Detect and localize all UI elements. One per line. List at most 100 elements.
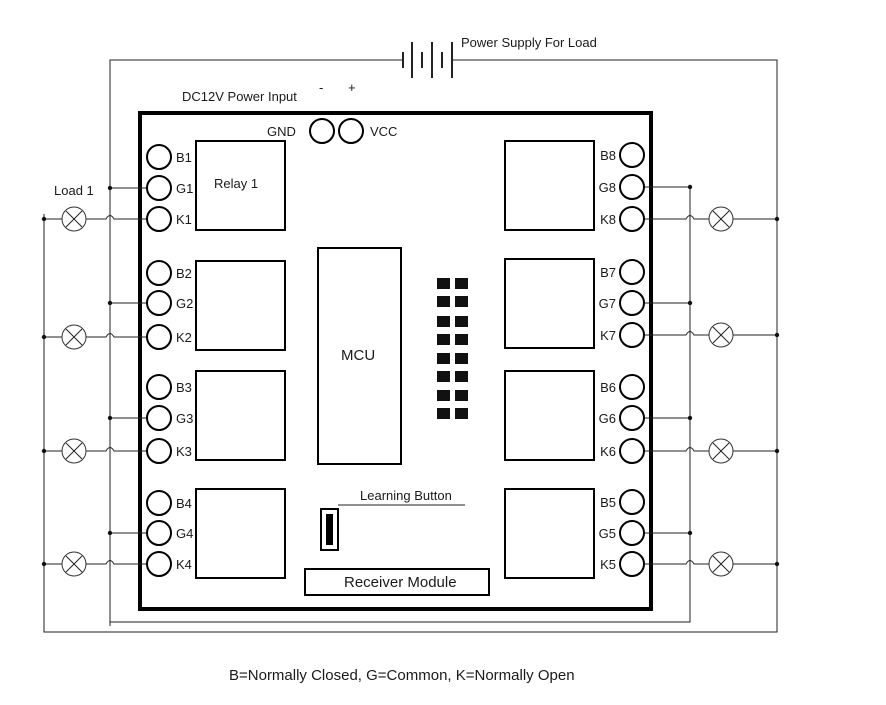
- terminal-b7: [619, 259, 645, 285]
- terminal-label-k8: K8: [600, 212, 616, 227]
- terminal-legend: B=Normally Closed, G=Common, K=Normally …: [229, 667, 575, 684]
- learning-button-label: Learning Button: [360, 488, 452, 503]
- relay-boxes: Relay 1: [195, 140, 595, 579]
- terminal-b2: [146, 260, 172, 286]
- pin-header: [437, 278, 468, 419]
- load-1-label: Load 1: [54, 183, 94, 198]
- terminal-k3: [146, 438, 172, 464]
- junction-dot: [687, 300, 693, 306]
- power-terminals: GND VCC: [267, 118, 397, 144]
- relay-6: [504, 370, 595, 461]
- junction-dot: [41, 561, 47, 567]
- receiver-module: [304, 568, 490, 596]
- minus-label: -: [319, 80, 323, 95]
- terminal-label-k5: K5: [600, 557, 616, 572]
- terminal-label-b4: B4: [176, 496, 192, 511]
- terminal-k7: [619, 322, 645, 348]
- lamp-icon: [708, 322, 734, 348]
- relay-1: [195, 140, 286, 231]
- lamp-icon: [708, 206, 734, 232]
- junction-dot: [107, 415, 113, 421]
- terminal-label-k6: K6: [600, 444, 616, 459]
- terminal-label-g6: G6: [599, 411, 616, 426]
- vcc-terminal: [338, 118, 364, 144]
- lamp-icon: [708, 551, 734, 577]
- relay-1-label: Relay 1: [214, 176, 258, 191]
- terminal-label-b8: B8: [600, 148, 616, 163]
- gnd-label: GND: [267, 124, 296, 139]
- terminal-label-k4: K4: [176, 557, 192, 572]
- terminal-label-b5: B5: [600, 495, 616, 510]
- terminal-g5: [619, 520, 645, 546]
- terminal-k2: [146, 324, 172, 350]
- terminal-label-g4: G4: [176, 526, 193, 541]
- lamp-icon: [61, 206, 87, 232]
- junction-dot: [107, 185, 113, 191]
- terminal-k1: [146, 206, 172, 232]
- relay-5: [504, 488, 595, 579]
- junction-dot: [107, 300, 113, 306]
- left-load-wiring: [41, 185, 147, 577]
- relay-4: [195, 488, 286, 579]
- lamp-icon: [61, 324, 87, 350]
- plus-label: +: [348, 80, 356, 95]
- terminal-label-g2: G2: [176, 296, 193, 311]
- terminal-label-b6: B6: [600, 380, 616, 395]
- mcu-chip: [317, 247, 402, 465]
- terminal-label-g1: G1: [176, 181, 193, 196]
- terminal-label-k7: K7: [600, 328, 616, 343]
- receiver-module-label: Receiver Module: [344, 574, 457, 591]
- learning-button: Learning Button: [320, 488, 465, 551]
- terminal-label-g3: G3: [176, 411, 193, 426]
- terminal-k6: [619, 438, 645, 464]
- junction-dot: [41, 334, 47, 340]
- junction-dot: [774, 448, 780, 454]
- terminal-k8: [619, 206, 645, 232]
- load-power-supply-wiring: Power Supply For Load: [43, 35, 778, 633]
- junction-dot: [107, 530, 113, 536]
- terminal-g7: [619, 290, 645, 316]
- junction-dot: [687, 184, 693, 190]
- junction-dot: [774, 216, 780, 222]
- terminal-label-b7: B7: [600, 265, 616, 280]
- terminal-b8: [619, 142, 645, 168]
- battery-icon: [402, 42, 453, 78]
- terminal-label-k3: K3: [176, 444, 192, 459]
- terminal-k4: [146, 551, 172, 577]
- junction-dot: [687, 415, 693, 421]
- terminal-label-b3: B3: [176, 380, 192, 395]
- dc-input-label: DC12V Power Input: [182, 89, 297, 104]
- terminal-label-g8: G8: [599, 180, 616, 195]
- terminal-b5: [619, 489, 645, 515]
- junction-dot: [774, 332, 780, 338]
- terminal-g6: [619, 405, 645, 431]
- mcu-label: MCU: [341, 347, 375, 364]
- junction-dot: [41, 448, 47, 454]
- terminal-b6: [619, 374, 645, 400]
- terminal-b1: [146, 144, 172, 170]
- terminal-g4: [146, 520, 172, 546]
- relay-2: [195, 260, 286, 351]
- terminal-g3: [146, 405, 172, 431]
- terminal-label-b1: B1: [176, 150, 192, 165]
- junction-dot: [41, 216, 47, 222]
- gnd-terminal: [309, 118, 335, 144]
- terminal-b4: [146, 490, 172, 516]
- relay-3: [195, 370, 286, 461]
- terminal-label-k2: K2: [176, 330, 192, 345]
- power-supply-label: Power Supply For Load: [461, 35, 597, 50]
- lamp-icon: [708, 438, 734, 464]
- relay-8: [504, 140, 595, 231]
- lamp-icon: [61, 438, 87, 464]
- junction-dot: [774, 561, 780, 567]
- vcc-label: VCC: [370, 124, 397, 139]
- lamp-icon: [61, 551, 87, 577]
- terminal-k5: [619, 551, 645, 577]
- terminal-label-b2: B2: [176, 266, 192, 281]
- terminal-b3: [146, 374, 172, 400]
- terminal-g2: [146, 290, 172, 316]
- terminal-g1: [146, 175, 172, 201]
